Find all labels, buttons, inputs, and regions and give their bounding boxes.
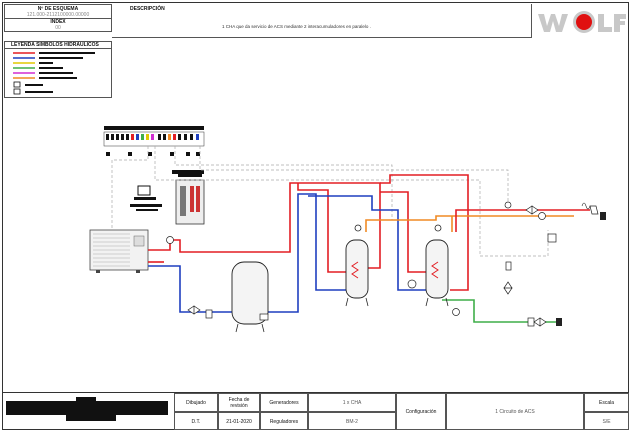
dhw-tank-1 [345, 224, 369, 307]
sensor-icon [504, 201, 512, 209]
legend-sensor-icon [13, 81, 21, 88]
legend-box: LEYENDA SIMBOLOS HIDRAULICOS [4, 41, 112, 98]
index-value: 00 [55, 25, 61, 31]
reguladores-value: BM-2 [346, 419, 358, 425]
dhw-tank-2 [425, 224, 449, 307]
logo-red-dot [576, 14, 592, 30]
escala-value: S/E [602, 419, 611, 425]
dhw-outlet-pipe [455, 209, 590, 232]
legend-text-redacted [39, 62, 53, 64]
heat-pump-unit [89, 229, 149, 273]
title-block: Dibujado D.T. Fecha de revisión 21-01-20… [2, 392, 629, 431]
redacted-signature [6, 397, 168, 421]
fecha-label: Fecha de revisión [228, 397, 250, 409]
meter-icon [527, 317, 535, 327]
fecha-value: 21-01-2020 [226, 419, 252, 425]
controller-panel [103, 126, 205, 156]
logo-letter-w [538, 14, 568, 32]
generadores-value: 1 x CHA [342, 400, 362, 406]
meter-icon [547, 233, 557, 243]
description-text: 1 CHA que da servicio de ACS mediante 2 … [222, 24, 371, 29]
control-cabinet [172, 170, 205, 225]
reguladores-value-cell: BM-2 [308, 412, 396, 430]
legend-text-redacted [39, 77, 77, 79]
valve-icon [525, 205, 539, 215]
escala-value-cell: S/E [584, 412, 629, 430]
pump-icon [538, 212, 546, 220]
valve-icon [505, 261, 512, 271]
legend-symbols [13, 52, 95, 95]
index-label: INDEX [5, 18, 111, 25]
cold-water-inlet-tap [556, 318, 562, 326]
wolf-logo [534, 6, 626, 36]
valve-icon [503, 281, 513, 295]
description-label: DESCRIPCIÓN [130, 6, 165, 12]
hot-water-outlet-tap [581, 202, 606, 220]
pump-icon [407, 279, 417, 289]
legend-text-redacted [25, 91, 53, 93]
logo-letter-f [614, 14, 626, 32]
pump-icon [452, 308, 460, 316]
configuracion-label-cell: Configuración [396, 393, 446, 430]
dibujado-value: D.T. [191, 419, 201, 425]
scheme-number-box: Nº DE ESQUEMA 121.000-2112100000.00000 I… [4, 4, 112, 32]
reguladores-label: Reguladores [269, 419, 299, 425]
fecha-value-cell: 21-01-2020 [218, 412, 260, 430]
valve-icon [259, 313, 269, 321]
escala-label: Escala [598, 400, 614, 406]
generadores-label: Generadores [269, 400, 299, 406]
filter-icon [205, 309, 213, 319]
legend-text-redacted [39, 57, 83, 59]
legend-text-redacted [39, 67, 63, 69]
pumps-and-valves [166, 201, 557, 327]
legend-text-redacted [39, 52, 95, 54]
valve-icon [187, 305, 201, 315]
legend-title: LEYENDA SIMBOLOS HIDRAULICOS [5, 42, 111, 49]
legend-text-redacted [25, 84, 43, 86]
pump-icon [166, 236, 174, 244]
dibujado-label: Dibujado [186, 400, 206, 406]
generadores-label-cell: Generadores [260, 393, 308, 412]
dibujado-label-cell: Dibujado [174, 393, 218, 412]
escala-label-cell: Escala [584, 393, 629, 412]
configuracion-label: Configuración [405, 409, 437, 415]
description-box: DESCRIPCIÓN 1 CHA que da servicio de ACS… [112, 4, 532, 38]
fecha-label-cell: Fecha de revisión [218, 393, 260, 412]
scheme-number-label: Nº DE ESQUEMA [37, 6, 79, 12]
valve-icon [533, 317, 547, 327]
reguladores-label-cell: Reguladores [260, 412, 308, 430]
legend-text-redacted [39, 72, 73, 74]
buffer-tank [231, 261, 269, 333]
configuracion-value: 1 Circuito de ACS [495, 409, 535, 415]
logo-letter-l [598, 14, 612, 32]
configuracion-value-cell: 1 Circuito de ACS [446, 393, 584, 430]
computer-icon [130, 185, 162, 211]
scheme-number-value: 121.000-2112100000.00000 [26, 12, 90, 18]
legend-sensor-icon [13, 88, 21, 95]
dibujado-value-cell: D.T. [174, 412, 218, 430]
generadores-value-cell: 1 x CHA [308, 393, 396, 412]
